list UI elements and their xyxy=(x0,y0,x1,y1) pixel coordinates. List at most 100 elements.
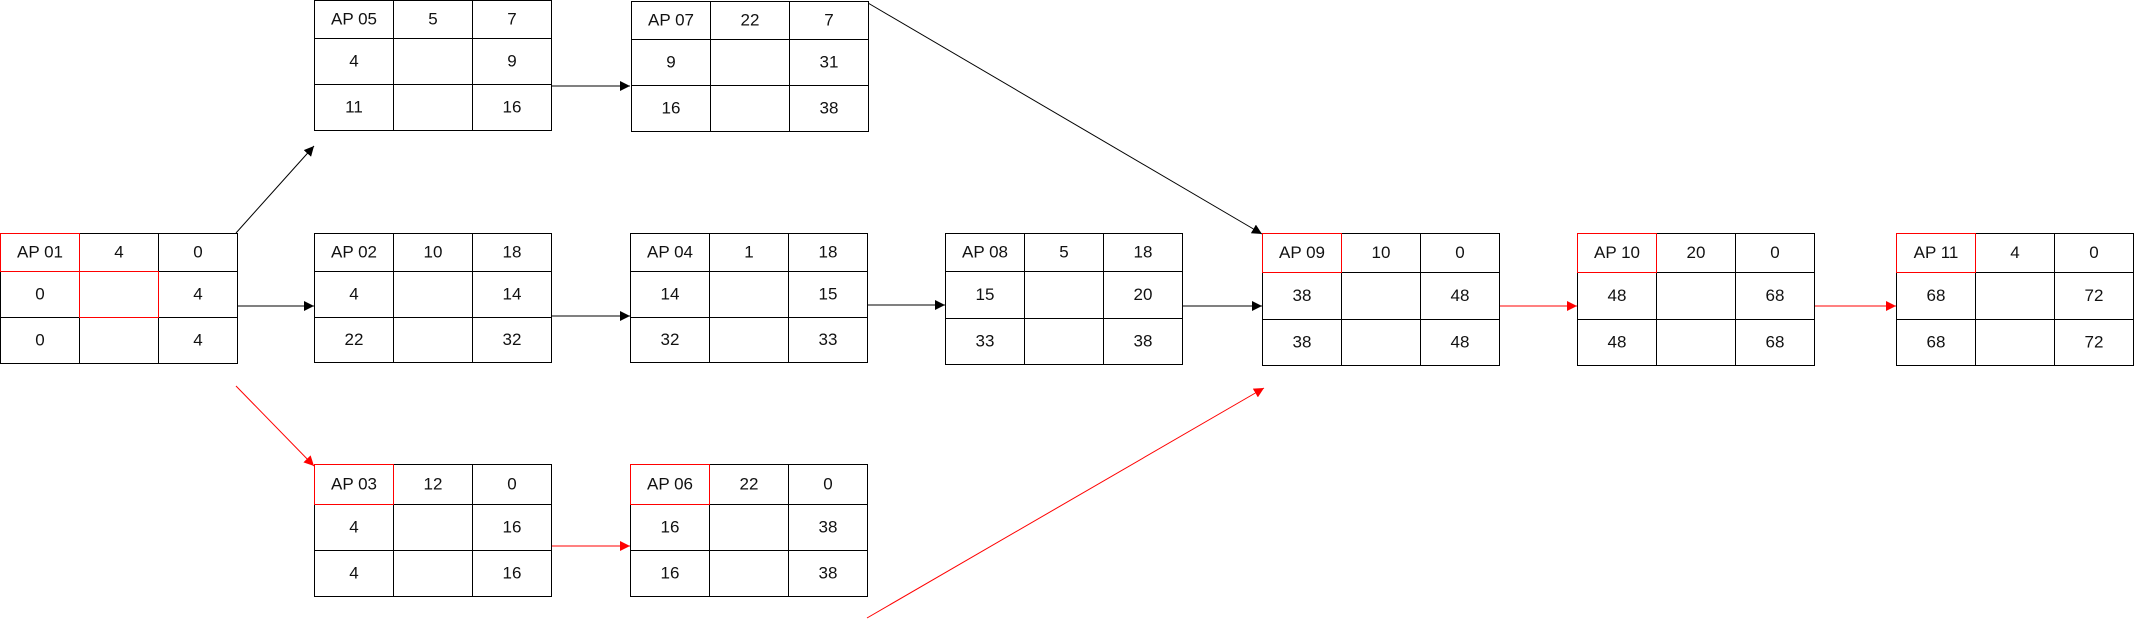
earliest-start: 4 xyxy=(349,517,358,536)
earliest-start: 4 xyxy=(349,284,358,303)
node-frame xyxy=(631,1,869,132)
buffer: 0 xyxy=(2089,243,2098,262)
activity-label: AP 05 xyxy=(331,9,377,28)
duration: 22 xyxy=(740,474,759,493)
earliest-finish: 16 xyxy=(503,517,522,536)
node-ap03: AP 03 12 0 4 16 4 16 xyxy=(314,464,552,597)
edge-ap06-ap09 xyxy=(866,387,1265,619)
edge-ap01-ap03 xyxy=(235,385,315,467)
duration: 5 xyxy=(428,9,437,28)
latest-finish: 4 xyxy=(193,330,202,349)
node-ap08: AP 08 5 18 15 20 33 38 xyxy=(945,233,1183,365)
critical-cell-highlight xyxy=(0,233,80,272)
activity-label: AP 03 xyxy=(331,474,377,493)
critical-cell-highlight xyxy=(630,464,710,505)
earliest-start: 15 xyxy=(976,285,995,304)
critical-cell-highlight xyxy=(1262,233,1342,273)
node-frame xyxy=(314,0,552,131)
buffer: 0 xyxy=(1770,243,1779,262)
activity-label: AP 02 xyxy=(331,242,377,261)
node-frame xyxy=(314,233,552,363)
latest-finish: 38 xyxy=(820,98,839,117)
node-frame xyxy=(630,233,868,363)
duration: 12 xyxy=(424,474,443,493)
node-frame xyxy=(630,464,868,597)
duration: 22 xyxy=(741,10,760,29)
buffer: 0 xyxy=(823,474,832,493)
critical-cell-highlight xyxy=(1896,233,1976,273)
latest-start: 48 xyxy=(1608,332,1627,351)
duration: 4 xyxy=(2010,243,2019,262)
activity-label: AP 07 xyxy=(648,10,694,29)
node-frame xyxy=(1896,233,2134,366)
duration: 10 xyxy=(424,242,443,261)
critical-cell-highlight xyxy=(314,464,394,505)
earliest-finish: 48 xyxy=(1451,286,1470,305)
edge-ap01-ap05 xyxy=(235,145,315,234)
latest-start: 16 xyxy=(662,98,681,117)
latest-start: 16 xyxy=(661,563,680,582)
earliest-finish: 68 xyxy=(1766,286,1785,305)
duration: 10 xyxy=(1372,243,1391,262)
activity-label: AP 10 xyxy=(1594,243,1640,262)
latest-start: 4 xyxy=(349,563,358,582)
earliest-finish: 9 xyxy=(507,51,516,70)
buffer: 0 xyxy=(1455,243,1464,262)
latest-start: 0 xyxy=(35,330,44,349)
earliest-finish: 20 xyxy=(1134,285,1153,304)
node-frame xyxy=(1577,233,1815,366)
buffer: 0 xyxy=(193,242,202,261)
earliest-finish: 14 xyxy=(503,284,522,303)
earliest-start: 14 xyxy=(661,284,680,303)
latest-finish: 38 xyxy=(819,563,838,582)
duration: 5 xyxy=(1059,242,1068,261)
earliest-start: 68 xyxy=(1927,286,1946,305)
latest-finish: 38 xyxy=(1134,331,1153,350)
earliest-start: 9 xyxy=(666,52,675,71)
earliest-start: 38 xyxy=(1293,286,1312,305)
edges-layer xyxy=(235,2,1896,619)
latest-finish: 72 xyxy=(2085,332,2104,351)
node-frame xyxy=(314,464,552,597)
latest-finish: 68 xyxy=(1766,332,1785,351)
earliest-start: 0 xyxy=(35,284,44,303)
earliest-finish: 38 xyxy=(819,517,838,536)
duration: 20 xyxy=(1687,243,1706,262)
node-frame xyxy=(945,233,1183,365)
earliest-finish: 72 xyxy=(2085,286,2104,305)
edge-ap07-ap09 xyxy=(867,2,1263,235)
earliest-start: 4 xyxy=(349,51,358,70)
node-ap07: AP 07 22 7 9 31 16 38 xyxy=(631,1,869,132)
activity-label: AP 08 xyxy=(962,242,1008,261)
duration: 1 xyxy=(744,242,753,261)
buffer: 18 xyxy=(503,242,522,261)
duration: 4 xyxy=(114,242,123,261)
activity-label: AP 04 xyxy=(647,242,693,261)
node-frame xyxy=(0,233,238,364)
latest-finish: 16 xyxy=(503,563,522,582)
buffer: 0 xyxy=(507,474,516,493)
latest-finish: 33 xyxy=(819,330,838,349)
activity-label: AP 06 xyxy=(647,474,693,493)
node-ap01: AP 01 4 0 0 4 0 4 xyxy=(0,233,238,364)
activity-label: AP 09 xyxy=(1279,243,1325,262)
buffer: 18 xyxy=(819,242,838,261)
critical-cell-highlight xyxy=(79,271,159,318)
earliest-finish: 4 xyxy=(193,284,202,303)
latest-start: 33 xyxy=(976,331,995,350)
latest-start: 68 xyxy=(1927,332,1946,351)
activity-label: AP 01 xyxy=(17,242,63,261)
latest-start: 22 xyxy=(345,330,364,349)
critical-cell-highlight xyxy=(1577,233,1657,273)
earliest-finish: 31 xyxy=(820,52,839,71)
earliest-finish: 15 xyxy=(819,284,838,303)
buffer: 18 xyxy=(1134,242,1153,261)
buffer: 7 xyxy=(824,10,833,29)
buffer: 7 xyxy=(507,9,516,28)
